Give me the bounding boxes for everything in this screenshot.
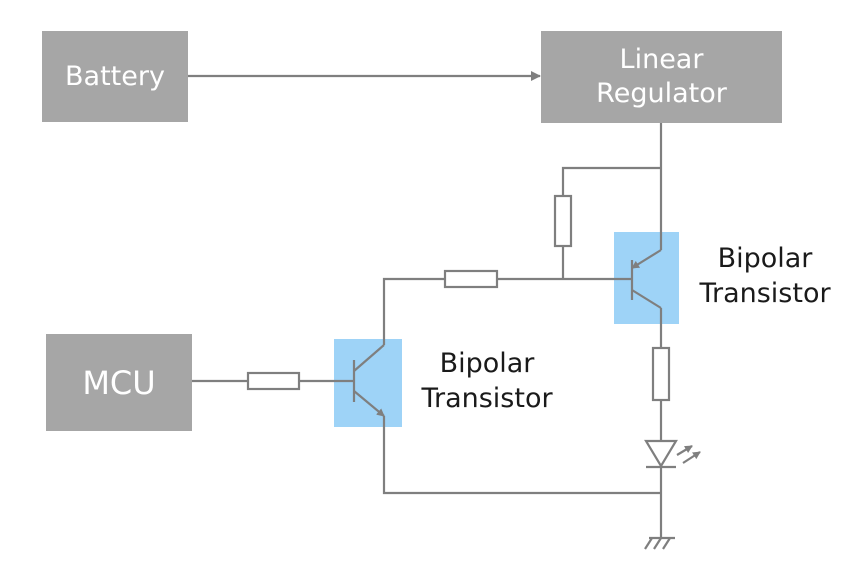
pullup-resistor — [553, 194, 573, 248]
transistor-q1-label: Bipolar Transistor — [402, 346, 572, 416]
transistor-q2-symbol — [630, 249, 662, 309]
transistor-q2-label: Bipolar Transistor — [680, 241, 850, 311]
base-bias-wire — [382, 277, 632, 345]
ground-return-wire — [382, 416, 663, 538]
battery-block: Battery — [42, 31, 188, 122]
transistor-q1-label-line1: Bipolar — [439, 348, 535, 379]
transistor-q1-label-line2: Transistor — [421, 383, 553, 415]
regulator-label-line1: Linear — [619, 44, 704, 76]
base-resistor-q2 — [443, 269, 499, 289]
mcu-block: MCU — [46, 334, 192, 431]
led-icon — [644, 439, 701, 469]
battery-label: Battery — [65, 60, 165, 92]
transistor-q1-symbol — [352, 344, 385, 417]
transistor-q1-highlight — [334, 339, 402, 427]
led-resistor — [651, 346, 671, 402]
regulator-label-line2: Regulator — [596, 78, 727, 109]
linear-regulator-block: Linear Regulator — [541, 31, 782, 123]
mcu-label: MCU — [82, 363, 156, 402]
pullup-branch-wire — [561, 166, 661, 279]
transistor-q2-label-line1: Bipolar — [717, 243, 813, 274]
ground-icon — [644, 536, 675, 550]
base-resistor-q1 — [246, 371, 301, 391]
transistor-q2-label-line2: Transistor — [699, 278, 831, 310]
